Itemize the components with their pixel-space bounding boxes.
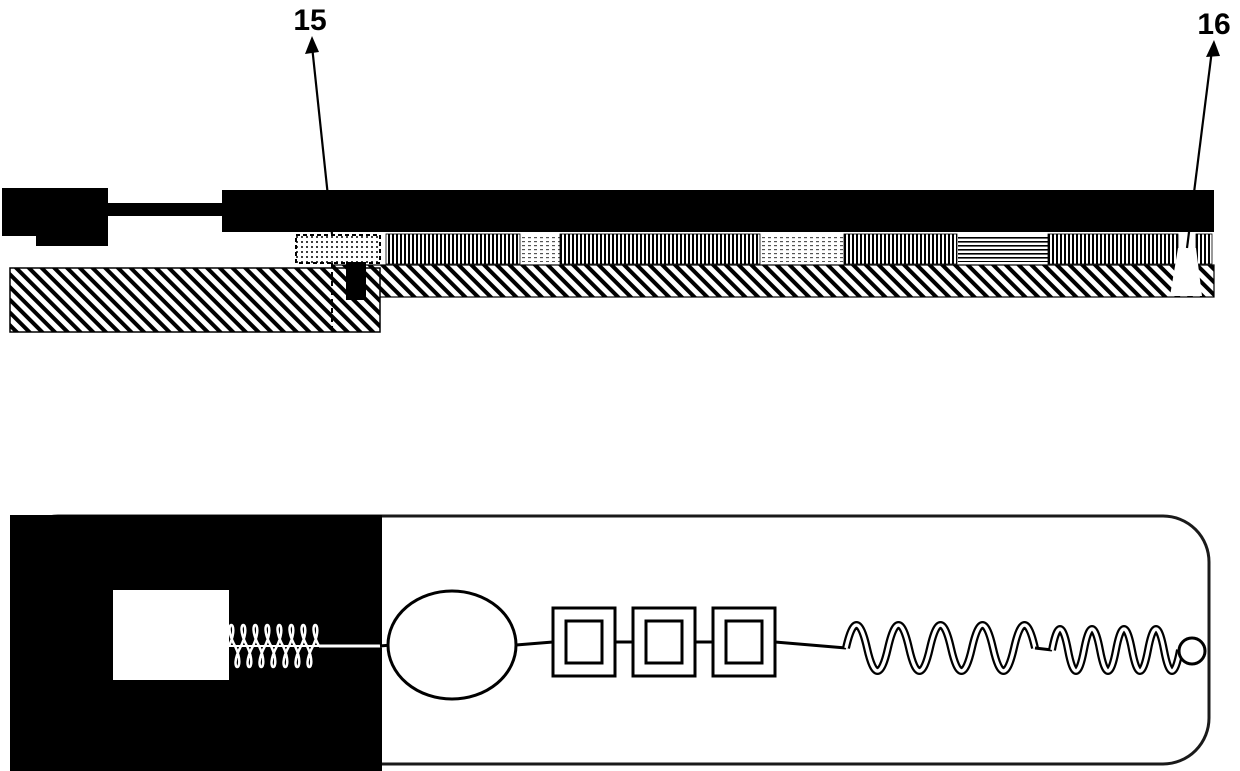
- dotted-inlet-block: [295, 234, 381, 264]
- callout-15-label: 15: [293, 4, 326, 37]
- channel-connector-1: [515, 640, 554, 647]
- serpentine-channel-1: [842, 621, 1039, 675]
- channel-connector-2: [774, 640, 847, 650]
- hatch-segment: [1195, 233, 1213, 265]
- hatch-segment-horizontal: [958, 236, 1048, 262]
- hatch-segment: [559, 233, 761, 265]
- substrate-bar: [331, 264, 1215, 298]
- outlet-notch: [1170, 248, 1202, 296]
- electrode-band: [295, 233, 1213, 265]
- callout-16: 16: [1185, 8, 1231, 249]
- hatch-segment: [385, 233, 521, 265]
- square-chamber-chain: [551, 606, 777, 678]
- hatch-segment-light: [522, 236, 560, 262]
- base-block: [9, 267, 381, 333]
- callout-15: 15: [293, 4, 334, 235]
- callout-15-leader: [310, 45, 334, 235]
- hatch-segment-light: [762, 236, 844, 262]
- left-terminal-lip: [36, 236, 108, 246]
- coil-trace: [227, 623, 321, 669]
- hatch-segment: [843, 233, 958, 265]
- cross-section-view: [2, 188, 1215, 333]
- plan-view: [10, 514, 1211, 771]
- square-chamber-1-inner: [564, 619, 604, 665]
- serpentine-2-lumen: [1050, 627, 1182, 673]
- oval-chamber: [386, 589, 518, 701]
- square-chamber-3-inner: [724, 619, 764, 665]
- callout-15-arrowhead: [305, 36, 319, 54]
- outlet-circle: [1177, 636, 1207, 666]
- top-cover-layer: [222, 190, 1214, 232]
- square-chamber-2-inner: [644, 619, 684, 665]
- channel-connector-3: [1034, 646, 1053, 652]
- junction-plug: [346, 262, 366, 300]
- serpentine-1-lumen: [844, 623, 1037, 673]
- callout-16-label: 16: [1197, 8, 1230, 41]
- hatch-segment: [1047, 233, 1179, 265]
- left-terminal-block: [2, 188, 108, 236]
- contact-pad: [113, 590, 229, 680]
- serpentine-channel-2: [1048, 625, 1184, 675]
- callout-16-leader: [1185, 49, 1214, 249]
- terminal-connector-bar: [108, 203, 226, 216]
- callout-16-arrowhead: [1206, 40, 1220, 57]
